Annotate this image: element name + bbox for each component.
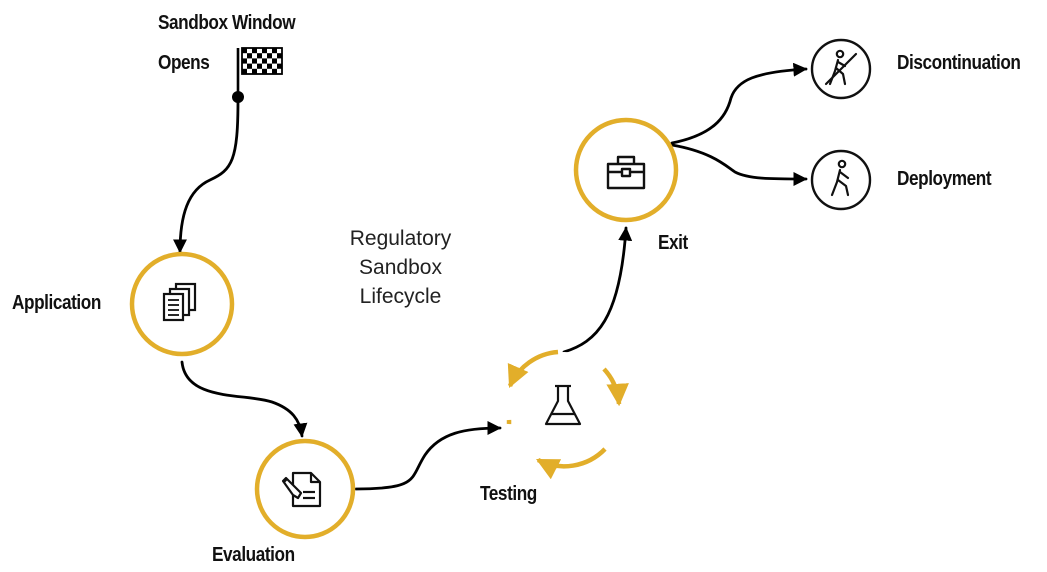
flag-check xyxy=(242,68,247,74)
flag-check xyxy=(242,58,247,64)
flag-check xyxy=(257,53,262,59)
connector-exit-discontinuation xyxy=(670,62,808,145)
cycle-arrow xyxy=(602,367,629,407)
testing-label: Testing xyxy=(480,483,537,505)
connector-start-application xyxy=(173,98,240,254)
flag-check xyxy=(252,58,257,64)
application-node xyxy=(129,251,235,357)
toolbox-icon xyxy=(606,155,646,190)
flag-check xyxy=(257,63,262,69)
walk-prohibited-icon xyxy=(824,49,858,86)
flag-check xyxy=(262,48,267,54)
flag-check xyxy=(277,53,282,59)
connector-exit-deployment xyxy=(670,143,808,186)
title-line1: Regulatory xyxy=(349,227,452,250)
title-line2: Sandbox xyxy=(359,256,442,279)
deployment-label: Deployment xyxy=(897,168,992,190)
flag-check xyxy=(247,63,252,69)
flag-check xyxy=(262,68,267,74)
flask-icon xyxy=(544,384,582,426)
flag-check xyxy=(262,58,267,64)
start-label-line2: Opens xyxy=(158,52,210,74)
cycle-arrow xyxy=(535,447,607,480)
flag-check xyxy=(272,58,277,64)
connector-testing-exit xyxy=(562,226,633,354)
walking-person-icon xyxy=(830,159,850,197)
checkered-flag-icon xyxy=(236,47,283,96)
deployment-node xyxy=(810,149,872,211)
exit-label: Exit xyxy=(658,232,688,254)
start-label-line1: Sandbox Window xyxy=(158,12,296,34)
flag-check xyxy=(252,48,257,54)
flag-check xyxy=(247,53,252,59)
testing-node xyxy=(506,349,629,480)
evaluation-node xyxy=(254,438,356,540)
flag-check xyxy=(267,63,272,69)
discontinuation-node xyxy=(810,38,872,100)
flag-check xyxy=(242,48,247,54)
exit-node xyxy=(573,117,679,223)
cycle-arrow xyxy=(507,349,559,389)
connector-application-evaluation xyxy=(180,360,308,438)
documents-icon xyxy=(162,282,197,322)
flag-check xyxy=(272,68,277,74)
document-edit-icon xyxy=(281,471,322,508)
flag-check xyxy=(267,53,272,59)
flag-check xyxy=(277,63,282,69)
start-dot xyxy=(232,91,244,103)
discontinuation-label: Discontinuation xyxy=(897,52,1021,74)
evaluation-label: Evaluation xyxy=(212,544,295,566)
title-line3: Lifecycle xyxy=(359,285,442,308)
application-label: Application xyxy=(12,292,101,314)
connector-evaluation-testing xyxy=(354,421,502,491)
diagram-title: Regulatory Sandbox Lifecycle xyxy=(318,224,483,311)
flag-check xyxy=(272,48,277,54)
flag-check xyxy=(252,68,257,74)
